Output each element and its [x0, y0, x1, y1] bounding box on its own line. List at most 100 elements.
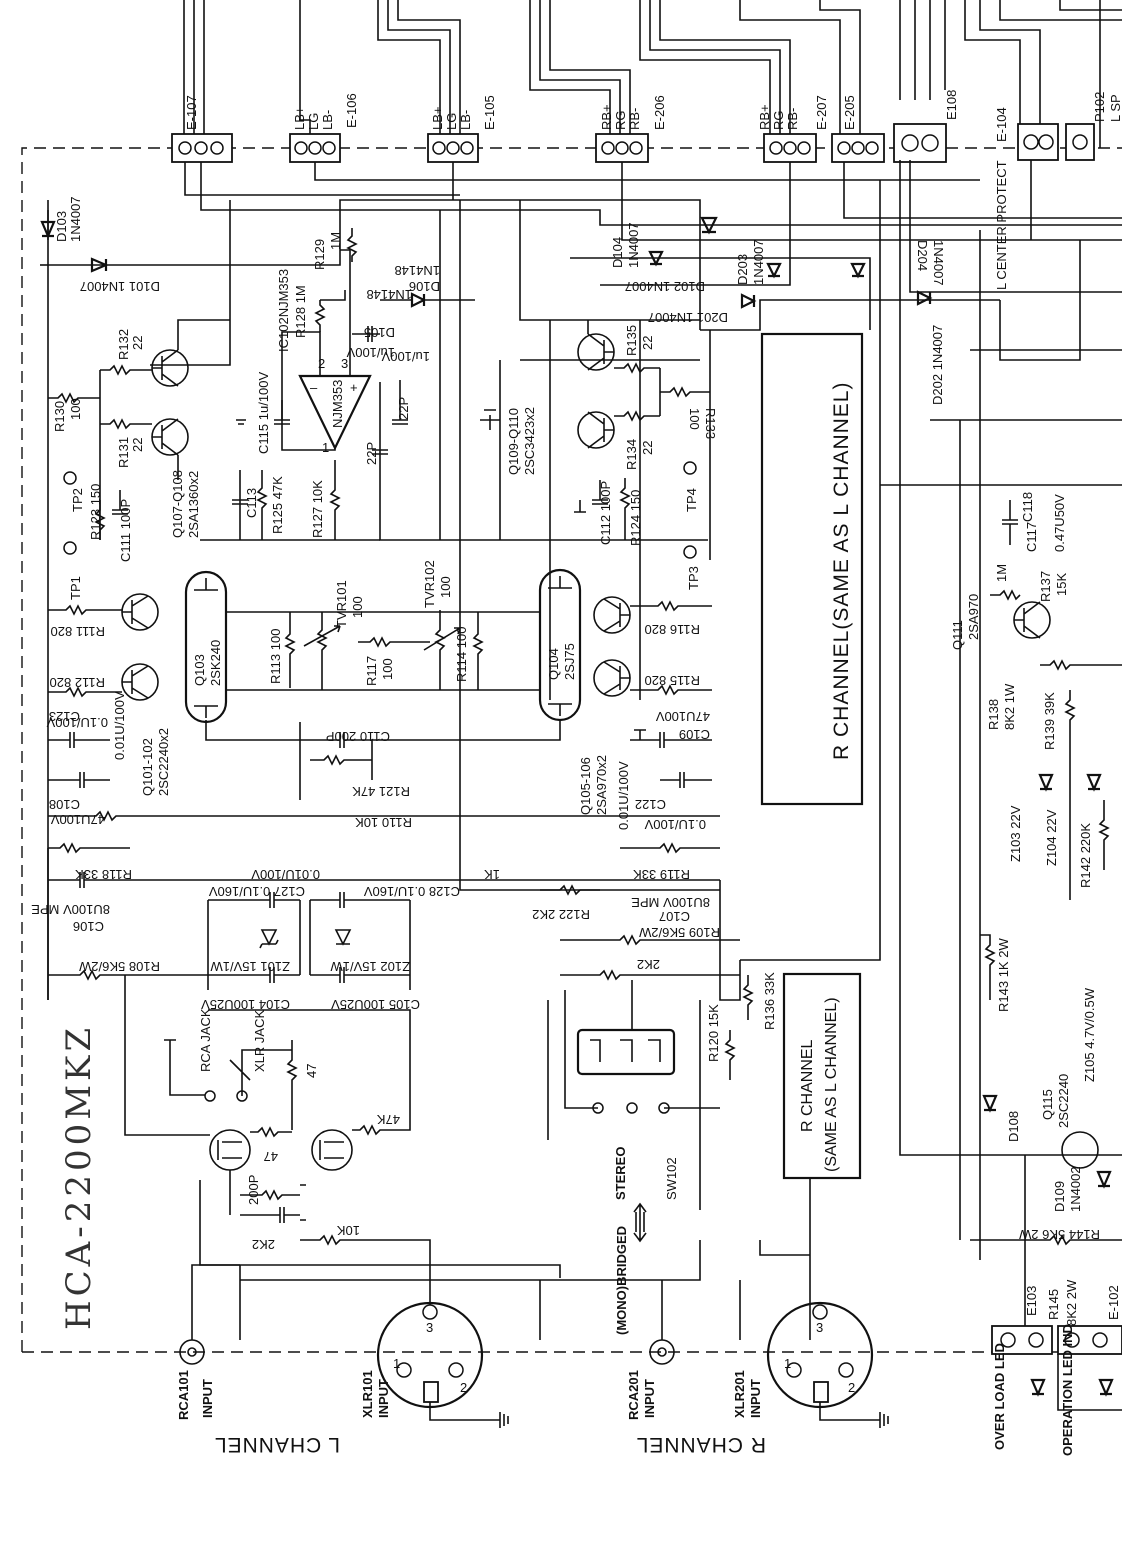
connector-e206-pin1: RB+: [599, 104, 614, 130]
capacitor-c109-value: 47U100V: [655, 709, 710, 724]
connector-e206-pin2: RG: [613, 111, 628, 131]
capacitor-c128-label: C128 0.1U/160V: [364, 884, 460, 899]
connector-e106-pin3: LB-: [320, 110, 335, 130]
transistor-q104a: [593, 596, 631, 634]
resistor-r131-ref: R131: [116, 437, 131, 468]
resistor-r127-label: R127 10K: [310, 480, 325, 538]
operation-led-label: OPERATION LED IND: [1060, 1324, 1075, 1456]
resistor-r109: R109 5K6/2W: [560, 925, 740, 946]
opamp-ic102: – + NJM353 2 3 1 IC102NJM353: [276, 249, 372, 455]
resistor-r144-label: R144 5K6 2W: [1018, 1227, 1100, 1242]
connector-e107-label: E-107: [184, 95, 199, 130]
q101-102-value: 2SC2240x2: [156, 728, 171, 796]
q105-106-ref: Q105-106: [578, 757, 593, 815]
xlr101-connector[interactable]: 3 1 2 XLR101 INPUT: [360, 1301, 509, 1428]
resistor-r136: R136 33K: [742, 972, 777, 1030]
test-point-tp1: TP1: [63, 541, 83, 600]
resistor-r134-value: 22: [640, 441, 655, 455]
connector-p102: P102 L SP: [1065, 92, 1122, 161]
connector-e104-label: E-104: [994, 107, 1009, 142]
fet-q104-value: 2SJ75: [562, 643, 577, 680]
capacitor-1u100v: 1u/100V 1u/100V: [346, 345, 430, 364]
rca201-input-label: INPUT: [642, 1379, 657, 1418]
diode-d106-value: 1N4148: [394, 263, 440, 278]
connector-e107: E-107: [171, 95, 233, 163]
connector-e206-label: E-206: [652, 95, 667, 130]
diode-d203-value: 1N4007: [751, 239, 766, 285]
capacitor-c123: C123 0.1U/100V: [46, 709, 110, 748]
resistor-r111: R111 820: [48, 604, 122, 639]
resistor-r130: R130 100: [48, 392, 100, 432]
ground-symbols: [164, 419, 646, 1221]
connector-e105-pin2: LG: [444, 113, 459, 130]
resistor-r142-label: R142 220K: [1078, 823, 1093, 888]
rca201-ref: RCA201: [626, 1370, 641, 1420]
zener-z105-label: Z105 4.7V/0.5W: [1082, 987, 1097, 1082]
q115-value: 2SC2240: [1056, 1074, 1071, 1128]
fet-q103: Q103 2SK240: [184, 570, 228, 724]
resistor-r113-label: R113 100: [268, 629, 283, 684]
resistor-47-a: 47: [250, 1126, 292, 1164]
capacitor-c111: C111 100P: [112, 490, 133, 562]
diode-d104: D104 1N4007: [610, 216, 718, 268]
resistor-2k2-b: [560, 969, 740, 981]
input-jack-select: RCA JACK XLR JACK 47: [169, 1008, 319, 1130]
connector-e108: E108: [893, 90, 959, 163]
test-point-tp4: TP4: [683, 461, 699, 512]
r-channel-block-lower-line2: (SAME AS L CHANNEL): [823, 997, 840, 1172]
capacitor-c106: 8U100V MPE C106: [31, 872, 720, 934]
res-10k-label: 1M: [994, 564, 1009, 582]
resistor-r137-value: 15K: [1054, 573, 1069, 596]
cap-0.01u100v-b: 1K: [484, 867, 500, 882]
xlr201-connector[interactable]: 3 1 2 XLR201 INPUT: [732, 1301, 889, 1428]
led-connector-e102: E-102 OPERATION LED IND: [1057, 1285, 1122, 1456]
resistor-r129-ref: R129: [312, 239, 327, 270]
switch-sw102[interactable]: SW102 STEREO (MONO)BRIDGED: [547, 980, 720, 1335]
cap-22p-a: 22P: [396, 397, 411, 420]
diode-d201-label: D201 1N4007: [648, 310, 728, 325]
connector-e206-pin3: RB-: [627, 108, 642, 130]
resistor-r115-label: R115 820: [645, 673, 700, 688]
resistor-47-b: 47K: [208, 1009, 411, 1136]
resistor-r117-ref: R117: [364, 656, 379, 686]
resistor-r128-label: R128 1M: [293, 285, 308, 338]
resistor-r114-label: R114 100: [454, 627, 469, 682]
resistor-r123-label: R123 150: [88, 484, 103, 540]
rca101-jack[interactable]: RCA101 INPUT: [176, 1264, 561, 1420]
capacitor-c105-label: C105 100U25V: [331, 997, 420, 1012]
resistor-r110-label: R110 10K: [355, 815, 412, 830]
connector-e106-pin1: LB+: [292, 107, 307, 131]
switch-arrow-icon: [633, 1202, 647, 1243]
connector-e105-pin3: LB-: [458, 110, 473, 130]
q111-value: 2SA970: [966, 594, 981, 640]
capacitor-c122-value: 0.1U/100V: [644, 817, 706, 832]
diode-d101-label: D101 1N4007: [80, 279, 160, 294]
res-1m-label: 47: [304, 1064, 319, 1078]
trimmer-tvr102: TVR102 100: [422, 560, 461, 690]
resistor-r122: R122 2K2: [532, 884, 600, 922]
cap-0.01u100v-a: 0.01U/100V: [251, 867, 320, 882]
rca101-ref: RCA101: [176, 1370, 191, 1420]
diode-d202-label: D202 1N4007: [930, 325, 945, 405]
resistor-r115: R115 820: [630, 673, 712, 696]
resistor-r112: R112 820: [48, 675, 122, 698]
capacitor-c109-ref: C109: [679, 727, 710, 742]
zener-z101: Z101 15V/1W: [207, 900, 290, 990]
opamp-ic-label: IC102NJM353: [276, 269, 291, 352]
connector-e205-label: E-205: [842, 95, 857, 130]
switch-sw102-ref: SW102: [664, 1157, 679, 1200]
resistor-r131-value: 22: [130, 438, 145, 452]
connector-e207-pin2: RG: [771, 111, 786, 131]
opamp-minus-sign: –: [310, 380, 318, 395]
resistor-r135-ref: R135: [624, 325, 639, 356]
resistor-r121-label: R121 47K: [352, 784, 410, 799]
resistor-r145-ref: R145: [1046, 1289, 1061, 1320]
input-fet-right: [311, 1129, 353, 1171]
capacitor-c122-ref: C122: [635, 797, 666, 812]
q109-q110-value: 2SC3423x2: [522, 407, 537, 475]
diode-d204-ref: D204: [915, 240, 930, 271]
capacitor-c107-ref: C107: [659, 909, 690, 924]
r-channel-block-lower-line1: R CHANNEL: [799, 1039, 816, 1132]
zener-z103-label: Z103 22V: [1008, 805, 1023, 862]
capacitor-c127-label: C127 0.1U/160V: [209, 884, 305, 899]
